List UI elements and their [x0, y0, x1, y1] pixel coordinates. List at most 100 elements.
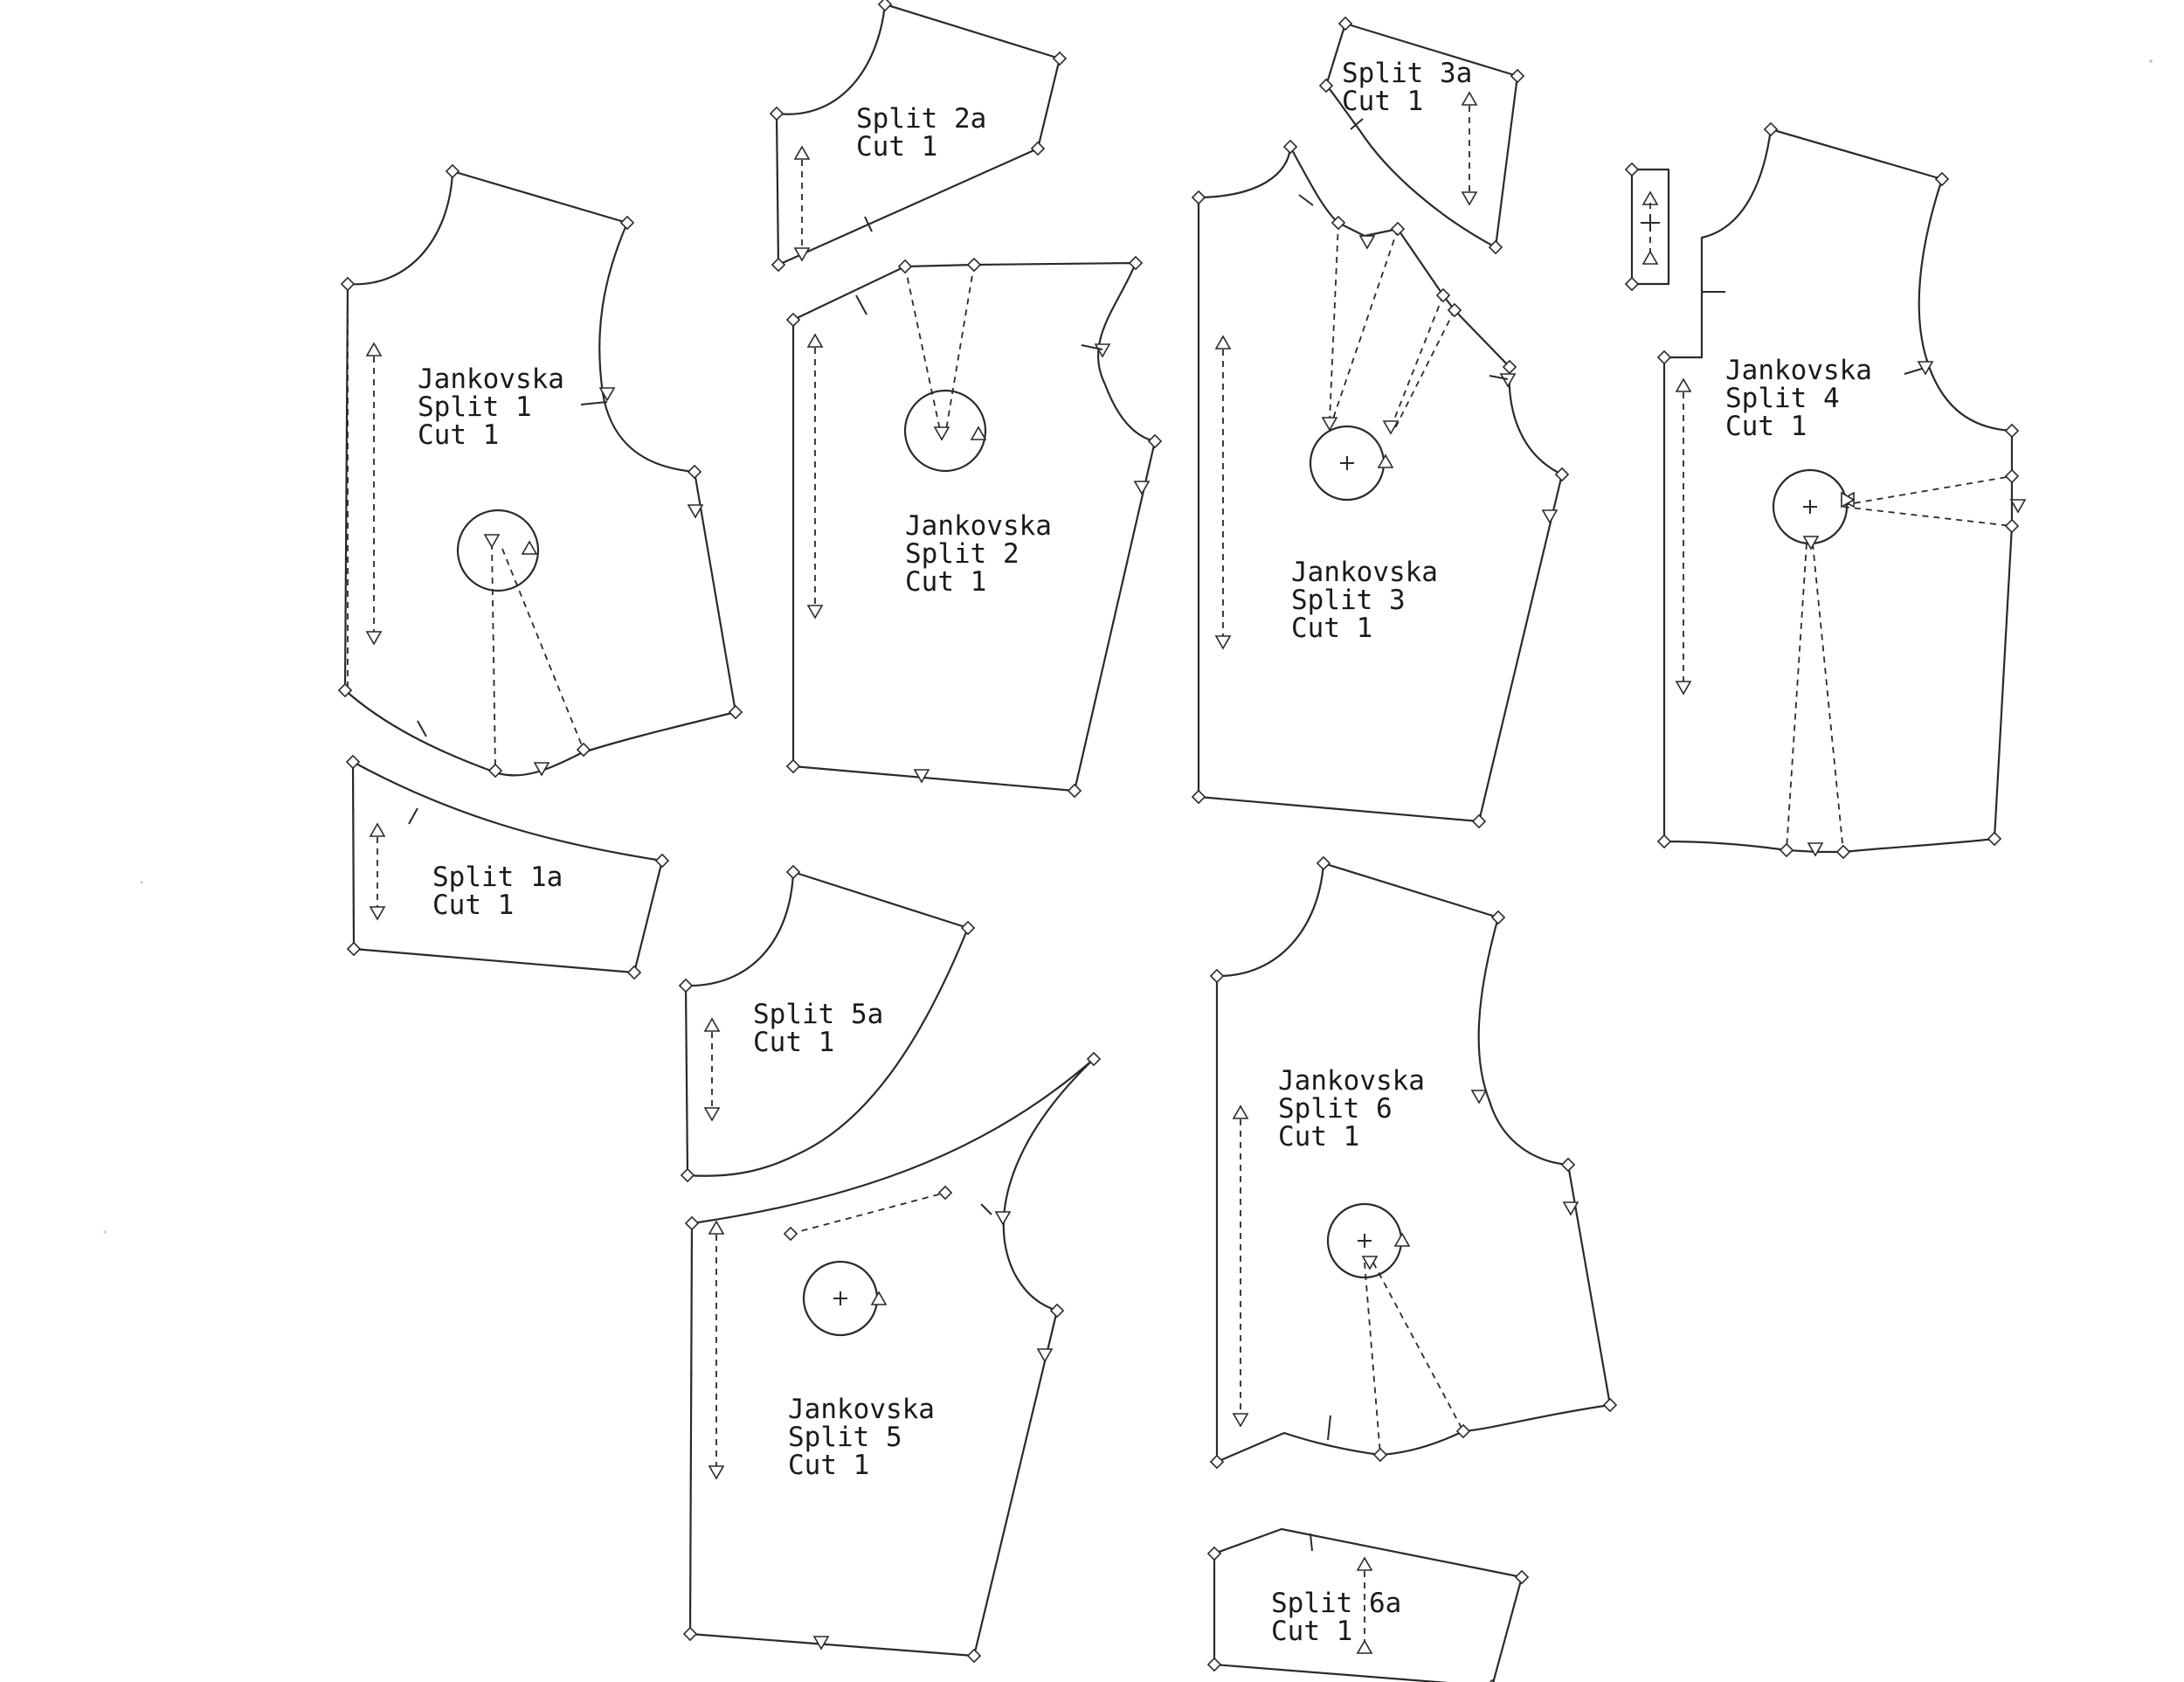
corner-point-icon — [1191, 789, 1206, 805]
notch-icon — [1562, 1201, 1579, 1216]
notch-icon — [1541, 509, 1559, 524]
corner-point-icon — [1435, 287, 1451, 303]
notch-icon — [1036, 1348, 1054, 1363]
corner-point-icon — [1656, 350, 1672, 365]
notch-icon — [2009, 499, 2027, 514]
corner-point-icon — [1624, 162, 1640, 177]
piece-outline — [1630, 168, 1670, 286]
grain-arrow-icon — [793, 247, 811, 262]
grain-arrow-icon — [703, 1017, 721, 1032]
corner-point-icon — [1128, 255, 1144, 271]
corner-point-icon — [1316, 855, 1331, 871]
notch-icon — [1094, 343, 1111, 358]
corner-point-icon — [337, 682, 353, 698]
piece-label: Jankovska Split 1 Cut 1 — [418, 363, 581, 451]
grain-arrow-icon — [1214, 635, 1232, 650]
grain-arrow-icon — [1675, 377, 1692, 392]
grain-arrow-icon — [1356, 1556, 1373, 1571]
corner-point-icon — [1147, 433, 1163, 449]
notch-icon — [1393, 1232, 1411, 1247]
grain-arrow-icon — [1641, 250, 1659, 265]
notch-icon — [1361, 1256, 1379, 1270]
corner-point-icon — [1447, 302, 1462, 318]
corner-point-icon — [1282, 139, 1298, 155]
corner-point-icon — [345, 754, 361, 770]
corner-point-icon — [1510, 68, 1525, 84]
corner-point-icon — [346, 941, 362, 957]
grain-arrow-icon — [1214, 335, 1232, 350]
corner-point-icon — [1502, 359, 1517, 375]
corner-point-icon — [687, 464, 702, 480]
corner-point-icon — [1030, 141, 1046, 156]
scan-speck — [2149, 59, 2153, 63]
grain-arrow-icon — [806, 333, 824, 348]
notch-icon — [1377, 453, 1394, 468]
notch-icon — [1499, 373, 1517, 388]
scan-speck — [103, 1230, 107, 1234]
grain-arrow-icon — [806, 605, 824, 620]
pattern-piece-split-4: Jankovska Split 4 Cut 1 — [1624, 121, 2027, 860]
corner-point-icon — [1488, 239, 1503, 255]
corner-point-icon — [769, 106, 784, 121]
piece-label: Jankovska Split 3 Cut 1 — [1291, 557, 1455, 644]
grain-arrow-icon — [1232, 1413, 1249, 1428]
pattern-piece-split-3a: Split 3a Cut 1 — [1318, 16, 1525, 255]
dart-circle — [903, 389, 987, 473]
corner-point-icon — [1624, 276, 1640, 292]
corner-point-icon — [877, 0, 893, 12]
notch-icon — [483, 534, 501, 549]
notch-icon — [994, 1211, 1012, 1226]
corner-point-icon — [1049, 1303, 1065, 1319]
pattern-piece-split-2a: Split 2a Cut 1 — [769, 0, 1068, 273]
corner-point-icon — [1490, 910, 1506, 925]
corner-point-icon — [1086, 1051, 1102, 1067]
grain-arrow-icon — [793, 145, 811, 160]
corner-point-icon — [1337, 16, 1353, 31]
grain-arrow-icon — [1675, 681, 1692, 696]
corner-point-icon — [1779, 842, 1794, 858]
corner-point-icon — [937, 1185, 953, 1201]
corner-point-icon — [678, 978, 694, 993]
corner-point-icon — [728, 704, 743, 720]
corner-point-icon — [785, 864, 801, 880]
corner-point-icon — [1372, 1447, 1388, 1463]
corner-point-icon — [1390, 221, 1406, 237]
notch-icon — [1917, 361, 1934, 376]
corner-point-icon — [1052, 51, 1068, 66]
corner-point-icon — [1206, 1657, 1222, 1672]
piece-outline — [1215, 862, 1612, 1464]
pattern-piece-split-5: Jankovska Split 5 Cut 1 — [682, 1051, 1102, 1664]
corner-point-icon — [680, 1167, 695, 1183]
piece-outline — [1197, 145, 1564, 823]
corner-point-icon — [1209, 968, 1225, 984]
corner-point-icon — [1191, 190, 1206, 205]
corner-point-icon — [966, 1648, 982, 1664]
notch-icon — [1802, 536, 1820, 550]
corner-point-icon — [2004, 518, 2020, 534]
notch-icon — [933, 426, 950, 441]
corner-point-icon — [785, 758, 801, 774]
notch-icon — [533, 762, 550, 777]
corner-point-icon — [1934, 171, 1950, 187]
pattern-piece-split-3: Jankovska Split 3 Cut 1 — [1191, 139, 1570, 829]
piece-label: Split 5a Cut 1 — [753, 999, 900, 1058]
grain-arrow-icon — [1461, 191, 1478, 206]
corner-point-icon — [682, 1626, 698, 1642]
corner-point-icon — [771, 257, 786, 273]
piece-outline — [688, 1057, 1095, 1658]
grain-arrow-icon — [365, 631, 383, 646]
corner-point-icon — [1987, 831, 2002, 847]
piece-label: Jankovska Split 4 Cut 1 — [1725, 355, 1889, 442]
corner-point-icon — [1514, 1569, 1530, 1585]
piece-label: Split 3a Cut 1 — [1342, 58, 1489, 117]
corner-point-icon — [1602, 1397, 1618, 1413]
piece-label: Split 2a Cut 1 — [856, 103, 1003, 163]
grain-arrow-icon — [369, 822, 386, 837]
corner-point-icon — [1763, 121, 1779, 137]
corner-point-icon — [654, 853, 670, 869]
notch-icon — [687, 504, 704, 519]
piece-label: Split 6a Cut 1 — [1271, 1588, 1418, 1647]
piece-outline — [343, 170, 737, 777]
grain-arrow-icon — [708, 1220, 725, 1235]
